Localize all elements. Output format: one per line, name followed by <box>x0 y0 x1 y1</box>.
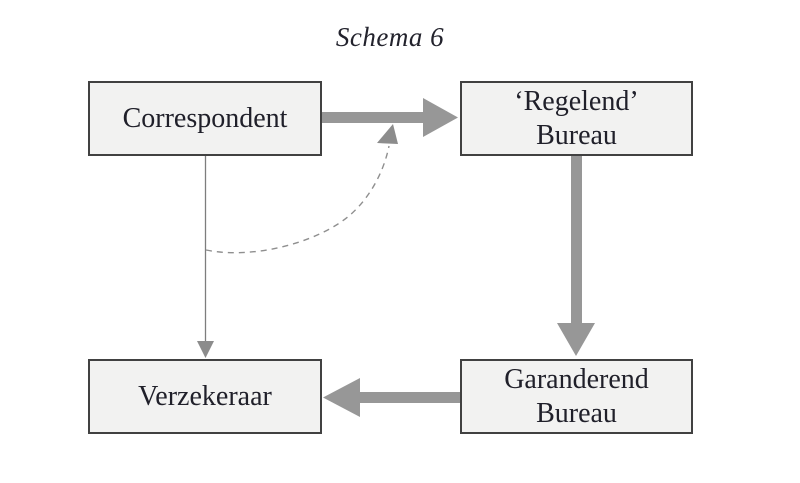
arrow-correspondent-to-regelend-shaft <box>322 112 425 123</box>
arrow-regelend-to-garanderend-shaft <box>571 156 582 326</box>
arrow-correspondent-to-regelend-head <box>423 98 458 137</box>
arrow-correspondent-to-verzekeraar-head <box>197 341 214 358</box>
node-correspondent-label: Correspondent <box>122 102 288 134</box>
node-garanderend-bureau: Garanderend Bureau <box>460 359 693 434</box>
arrow-garanderend-to-verzekeraar-shaft <box>358 392 460 403</box>
diagram-title: Schema 6 <box>335 22 445 52</box>
dashed-curve-arrow-path <box>205 145 390 254</box>
node-garanderend-bureau-label-line1: Garanderend <box>504 363 649 395</box>
node-verzekeraar-label: Verzekeraar <box>138 380 272 412</box>
arrow-regelend-to-garanderend-head <box>557 323 595 356</box>
node-correspondent: Correspondent <box>88 81 322 156</box>
node-regelend-bureau: ‘Regelend’ Bureau <box>460 81 693 156</box>
node-garanderend-bureau-label-line2: Bureau <box>536 397 617 429</box>
arrow-garanderend-to-verzekeraar-head <box>323 378 360 417</box>
node-regelend-bureau-label-line2: Bureau <box>536 119 617 151</box>
dashed-curve-arrow-head <box>377 124 398 144</box>
node-regelend-bureau-label-line1: ‘Regelend’ <box>514 85 639 117</box>
node-verzekeraar: Verzekeraar <box>88 359 322 434</box>
